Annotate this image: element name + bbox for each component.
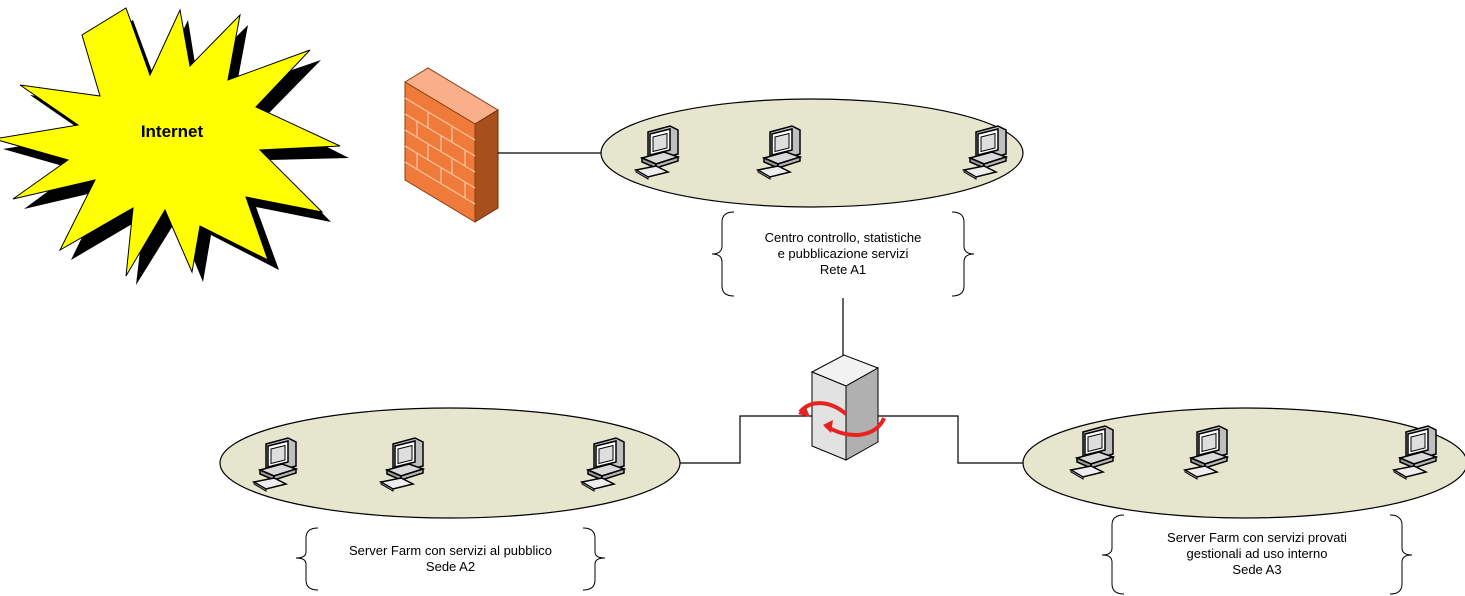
label-line: Server Farm con servizi al pubblico [348, 543, 553, 558]
label-a2-brace-right [582, 527, 606, 591]
link-router-a2 [680, 415, 812, 464]
network-a1-label: Centro controllo, statistiche e pubblica… [722, 230, 964, 278]
label-a1-brace-right [951, 211, 975, 297]
network-a3-ellipse [1022, 407, 1465, 519]
internet-label: Internet [140, 122, 204, 141]
label-a3-brace-right [1389, 514, 1413, 595]
firewall-icon [404, 67, 499, 223]
router-icon [798, 354, 886, 461]
label-a1-brace-left [711, 211, 735, 297]
network-a1-ellipse [600, 98, 1024, 208]
network-a2-label: Server Farm con servizi al pubblico Sede… [306, 543, 595, 575]
network-a3-label: Server Farm con servizi provati gestiona… [1112, 530, 1402, 578]
network-a2-ellipse [219, 407, 681, 519]
label-line: Centro controllo, statistiche [764, 230, 922, 245]
label-line: Sede A2 [425, 559, 476, 574]
label-line: gestionali ad uso interno [1186, 546, 1328, 561]
label-line: Rete A1 [819, 262, 867, 277]
label-a3-brace-left [1101, 514, 1125, 595]
link-router-a3 [878, 415, 1023, 464]
label-line: e pubblicazione servizi [777, 246, 909, 261]
internet-starburst [0, 7, 341, 277]
label-a2-brace-left [295, 527, 319, 591]
label-line: Sede A3 [1232, 562, 1282, 577]
label-line: Server Farm con servizi provati [1167, 530, 1347, 545]
